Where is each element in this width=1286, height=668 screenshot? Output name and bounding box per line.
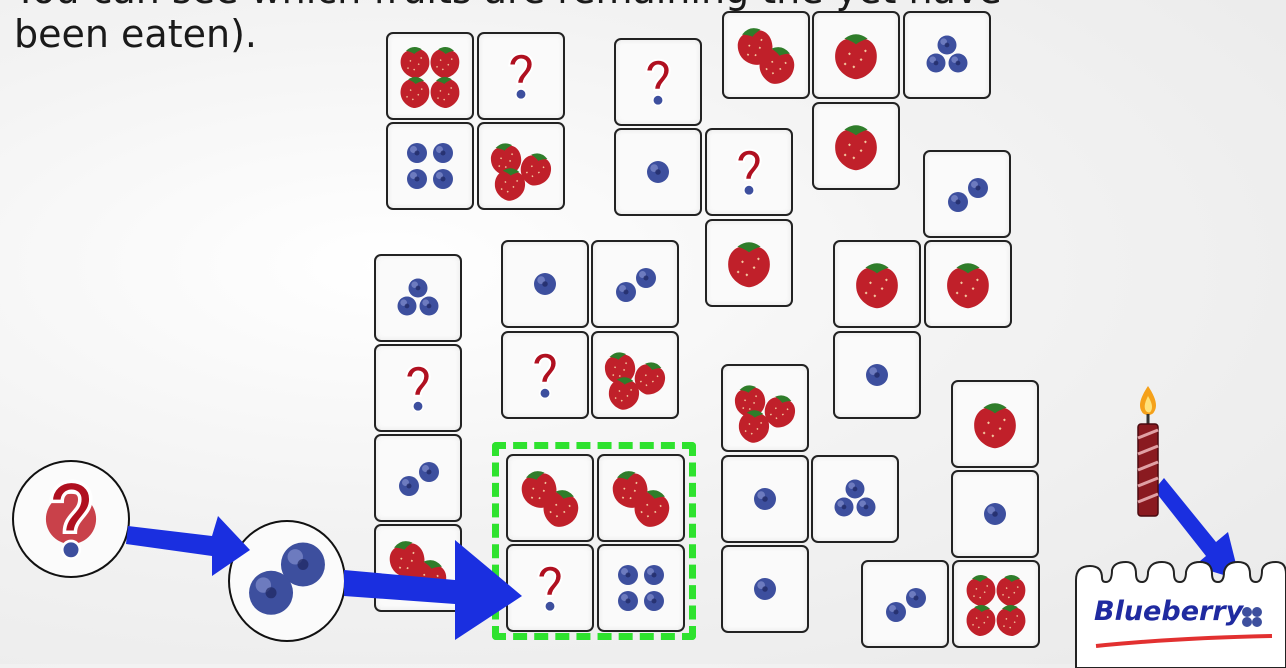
fruit-tile[interactable] (811, 455, 899, 543)
fruit-tile[interactable] (614, 128, 702, 216)
fruit-tile[interactable] (951, 380, 1039, 468)
blueberry-icon (813, 457, 897, 541)
blueberry-icon (835, 333, 919, 417)
blueberry-icon (230, 522, 344, 640)
fruit-tile[interactable] (477, 122, 565, 210)
fruit-tile[interactable] (721, 455, 809, 543)
blueberry-icon (376, 436, 460, 520)
strawberry-icon (724, 13, 808, 97)
question-icon (376, 346, 460, 430)
fruit-tile[interactable] (501, 331, 589, 419)
question-icon (479, 34, 563, 118)
cake-label: Blueberry (1094, 596, 1243, 627)
fruit-tile[interactable] (386, 122, 474, 210)
fruit-tile[interactable] (591, 240, 679, 328)
question-icon (707, 130, 791, 214)
strawberry-icon (388, 34, 472, 118)
fruit-tile[interactable] (374, 434, 462, 522)
fruit-tile[interactable] (924, 240, 1012, 328)
strawberry-icon (814, 13, 898, 97)
fruit-tile[interactable] (374, 344, 462, 432)
question-icon (14, 462, 128, 576)
fruit-tile[interactable] (833, 331, 921, 419)
fruit-tile[interactable] (722, 11, 810, 99)
strawberry-icon (479, 124, 563, 208)
blueberry-icon (723, 457, 807, 541)
fruit-tile[interactable] (705, 219, 793, 307)
strawberry-icon (953, 382, 1037, 466)
fruit-tile[interactable] (614, 38, 702, 126)
blueberry-icon (503, 242, 587, 326)
fruit-tile[interactable] (923, 150, 1011, 238)
blueberry-icon (616, 130, 700, 214)
fruit-tile[interactable] (386, 32, 474, 120)
question-icon (503, 333, 587, 417)
strawberry-icon (954, 562, 1038, 646)
fruit-tile[interactable] (374, 254, 462, 342)
fruit-tile[interactable] (591, 331, 679, 419)
fruit-tile[interactable] (903, 11, 991, 99)
strawberry-icon (707, 221, 791, 305)
candle-icon (1128, 380, 1168, 520)
fruit-tile[interactable] (812, 102, 900, 190)
strawberry-icon (593, 333, 677, 417)
fruit-tile[interactable] (721, 364, 809, 452)
fruit-tile[interactable] (501, 240, 589, 328)
caption-line-2: been eaten). (14, 12, 257, 56)
fruit-tile[interactable] (721, 545, 809, 633)
blueberry-icon (863, 562, 947, 646)
strawberry-icon (926, 242, 1010, 326)
fruit-tile[interactable] (812, 11, 900, 99)
fruit-tile[interactable] (477, 32, 565, 120)
blueberry-icon (376, 256, 460, 340)
question-icon (616, 40, 700, 124)
blueberry-icon (925, 152, 1009, 236)
fruit-tile[interactable] (951, 470, 1039, 558)
strawberry-icon (814, 104, 898, 188)
blueberry-icon (905, 13, 989, 97)
blueberry-icon (953, 472, 1037, 556)
blueberry-icon (388, 124, 472, 208)
fruit-tile[interactable] (861, 560, 949, 648)
strawberry-icon (723, 366, 807, 450)
sequence-step-1 (12, 460, 130, 578)
selected-tile-group (492, 442, 696, 640)
fruit-tile[interactable] (374, 524, 462, 612)
strawberry-icon (376, 526, 460, 610)
blueberry-icon (593, 242, 677, 326)
fruit-tile[interactable] (705, 128, 793, 216)
fruit-tile[interactable] (833, 240, 921, 328)
sequence-step-2 (228, 520, 346, 642)
fruit-tile[interactable] (952, 560, 1040, 648)
blueberry-icon (723, 547, 807, 631)
strawberry-icon (835, 242, 919, 326)
